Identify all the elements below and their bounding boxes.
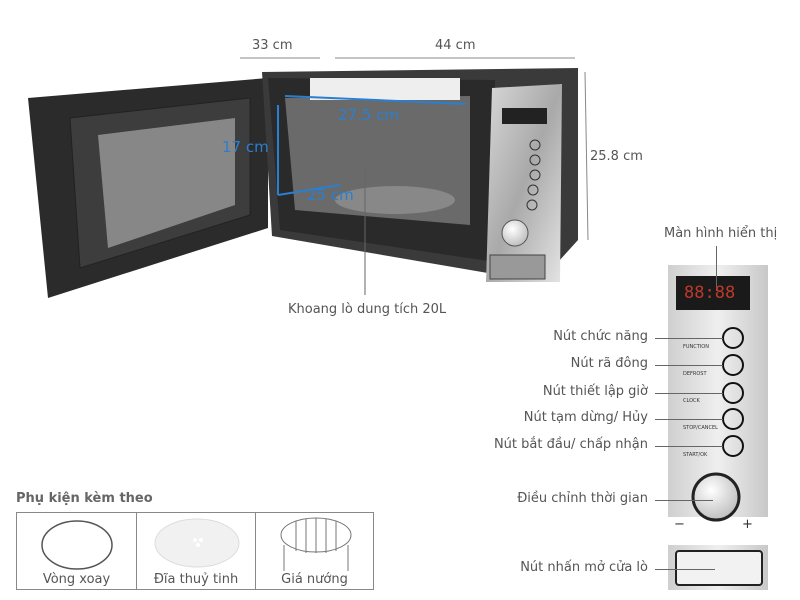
depth-dimension: 33 cm [252, 38, 293, 53]
stop-cancel-button-label: Nút tạm dừng/ Hủy [523, 410, 648, 425]
oven-door [28, 78, 268, 298]
accessory-grill-rack: Giá nướng [255, 512, 374, 590]
knob-label: Điều chỉnh thời gian [517, 491, 648, 506]
clock-button-label: Nút thiết lập giờ [542, 384, 648, 399]
defrost-button[interactable]: DEFROST [683, 371, 707, 377]
display-label: Màn hình hiển thị [664, 226, 778, 241]
plate-icon [154, 518, 240, 568]
function-button[interactable]: FUNCTION [683, 344, 709, 350]
accessory-label: Vòng xoay [42, 572, 111, 587]
button-tags: FUNCTION DEFROST CLOCK STOP/CANCEL START… [683, 334, 718, 469]
capacity-label: Khoang lò dung tích 20L [288, 302, 447, 317]
door-button-label: Nút nhấn mở cửa lò [520, 560, 648, 575]
control-panel-closeup [668, 265, 768, 590]
rack-icon [280, 517, 352, 571]
ring-icon [41, 520, 113, 570]
knob-plus: + [742, 517, 753, 532]
accessory-label: Đĩa thuỷ tinh [153, 572, 239, 587]
function-button-label: Nút chức năng [553, 329, 648, 344]
defrost-button-label: Nút rã đông [570, 356, 648, 371]
accessory-glass-plate: Đĩa thuỷ tinh [136, 512, 256, 590]
display-digits: 88:88 [684, 283, 736, 303]
interior-dimension-lines [277, 95, 466, 196]
door-open-button[interactable] [676, 551, 762, 585]
time-knob[interactable] [693, 474, 739, 520]
accessories-title: Phụ kiện kèm theo [16, 491, 153, 506]
interior-width: 27.5 cm [338, 106, 400, 124]
clock-button[interactable]: CLOCK [683, 398, 700, 404]
height-dimension: 25.8 cm [590, 149, 643, 164]
accessory-label: Giá nướng [281, 572, 348, 587]
knob-minus: − [674, 517, 685, 532]
start-ok-button[interactable]: START/OK [683, 452, 708, 458]
width-dimension: 44 cm [435, 38, 476, 53]
interior-height: 17 cm [222, 138, 269, 156]
dimension-lines [240, 57, 589, 241]
accessory-turntable-ring: Vòng xoay [16, 512, 137, 590]
stop-cancel-button[interactable]: STOP/CANCEL [683, 425, 718, 431]
oven-body [262, 68, 578, 282]
interior-depth: 25 cm [307, 186, 354, 204]
start-ok-button-label: Nút bắt đầu/ chấp nhận [493, 437, 648, 452]
